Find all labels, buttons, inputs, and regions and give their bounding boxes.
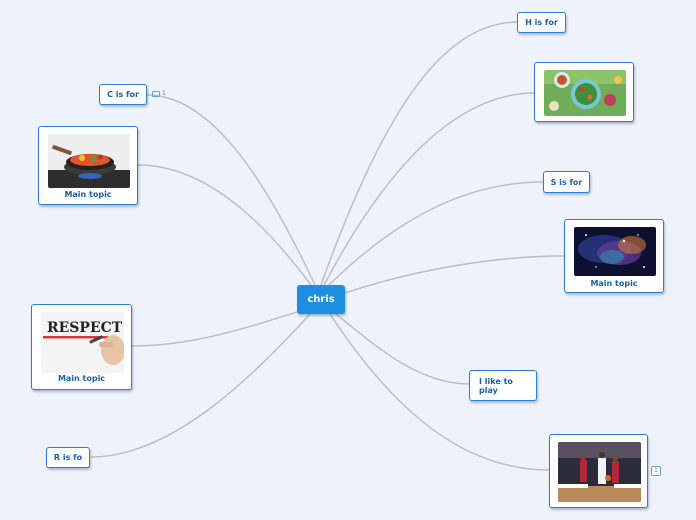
central-topic[interactable]: chris — [297, 285, 345, 314]
link-cooking — [137, 164, 312, 286]
salad-image — [544, 70, 626, 116]
topic-label: H is for — [525, 18, 558, 27]
topic-label: Main topic — [64, 190, 112, 199]
basketball-image — [558, 442, 641, 502]
topic-h-is-for[interactable]: H is for — [517, 12, 566, 33]
respect-image: RESPECT — [41, 312, 124, 373]
link-galaxy — [344, 255, 565, 294]
notes-count-badge[interactable]: 1 — [651, 466, 661, 476]
topic-cooking-image[interactable]: Main topic — [38, 126, 138, 205]
link-respect — [131, 311, 298, 347]
topic-r-is-fo[interactable]: R is fo — [46, 447, 90, 468]
link-play — [335, 313, 471, 385]
topic-label: Main topic — [590, 279, 638, 288]
topic-label: R is fo — [53, 453, 83, 462]
link-h — [320, 21, 519, 286]
topic-label: S is for — [550, 177, 583, 187]
topic-label: C is for — [107, 90, 139, 99]
comment-icon — [152, 90, 160, 97]
topic-galaxy-image[interactable]: Main topic — [564, 219, 664, 293]
comment-badge[interactable]: 1 — [152, 90, 166, 97]
topic-label: Main topic — [57, 374, 106, 383]
galaxy-image — [574, 227, 656, 276]
link-basketball — [329, 313, 550, 471]
link-r — [90, 313, 311, 458]
comment-count: 1 — [162, 90, 166, 97]
topic-s-is-for[interactable]: S is for — [543, 171, 590, 193]
topic-respect-image[interactable]: RESPECT Main topic — [31, 304, 132, 390]
link-c — [146, 94, 316, 286]
topic-i-like-to-play[interactable]: I like to play — [469, 370, 537, 401]
topic-salad-image[interactable] — [534, 62, 634, 122]
cooking-image — [48, 134, 130, 188]
link-salad — [323, 92, 536, 286]
topic-basketball-image[interactable] — [549, 434, 648, 508]
respect-image-text: RESPECT — [47, 320, 123, 336]
topic-c-is-for[interactable]: C is for — [99, 84, 147, 105]
link-s — [327, 181, 544, 287]
topic-label: I like to play — [479, 376, 513, 395]
